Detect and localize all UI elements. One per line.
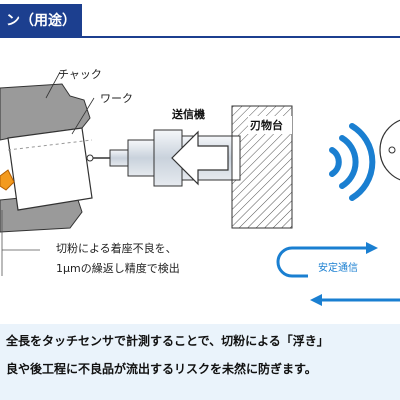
- measurement-diagram: チャック ワーク 送信機 刃物台 切粉による着座不良を、 1μmの繰返し精度で検…: [0, 68, 400, 306]
- detection-note-line1: 切粉による着座不良を、: [56, 241, 177, 255]
- detection-note-line2: 1μmの繰返し精度で検出: [56, 261, 180, 275]
- stable-comm-label: 安定通信: [318, 261, 358, 274]
- work-label: ワーク: [100, 92, 133, 105]
- summary-panel: 全長をタッチセンサで計測することで、切粉による「浮き」 良や後工程に不良品が流出…: [0, 324, 400, 400]
- receiver-icon: [379, 119, 400, 181]
- summary-line-1: 全長をタッチセンサで計測することで、切粉による「浮き」: [6, 334, 329, 348]
- chuck-leader: [45, 71, 61, 99]
- chuck: [0, 83, 91, 233]
- summary-line-2: 良や後工程に不良品が流出するリスクを未然に防ぎます。: [6, 362, 317, 376]
- workpiece: [7, 127, 93, 211]
- chip-icon: [0, 169, 15, 191]
- page-title: ン（用途）: [0, 4, 82, 38]
- title-divider: [82, 36, 400, 38]
- stable-comm-arrows: [276, 242, 400, 306]
- work-leader: [71, 97, 95, 135]
- chuck-label: チャック: [58, 68, 102, 81]
- tool-rest: [231, 105, 293, 229]
- tool-rest-label: 刃物台: [250, 118, 283, 132]
- transmitter-label: 送信機: [171, 107, 205, 121]
- wireless-signal-icon: [329, 123, 376, 201]
- push-arrow: [171, 130, 229, 186]
